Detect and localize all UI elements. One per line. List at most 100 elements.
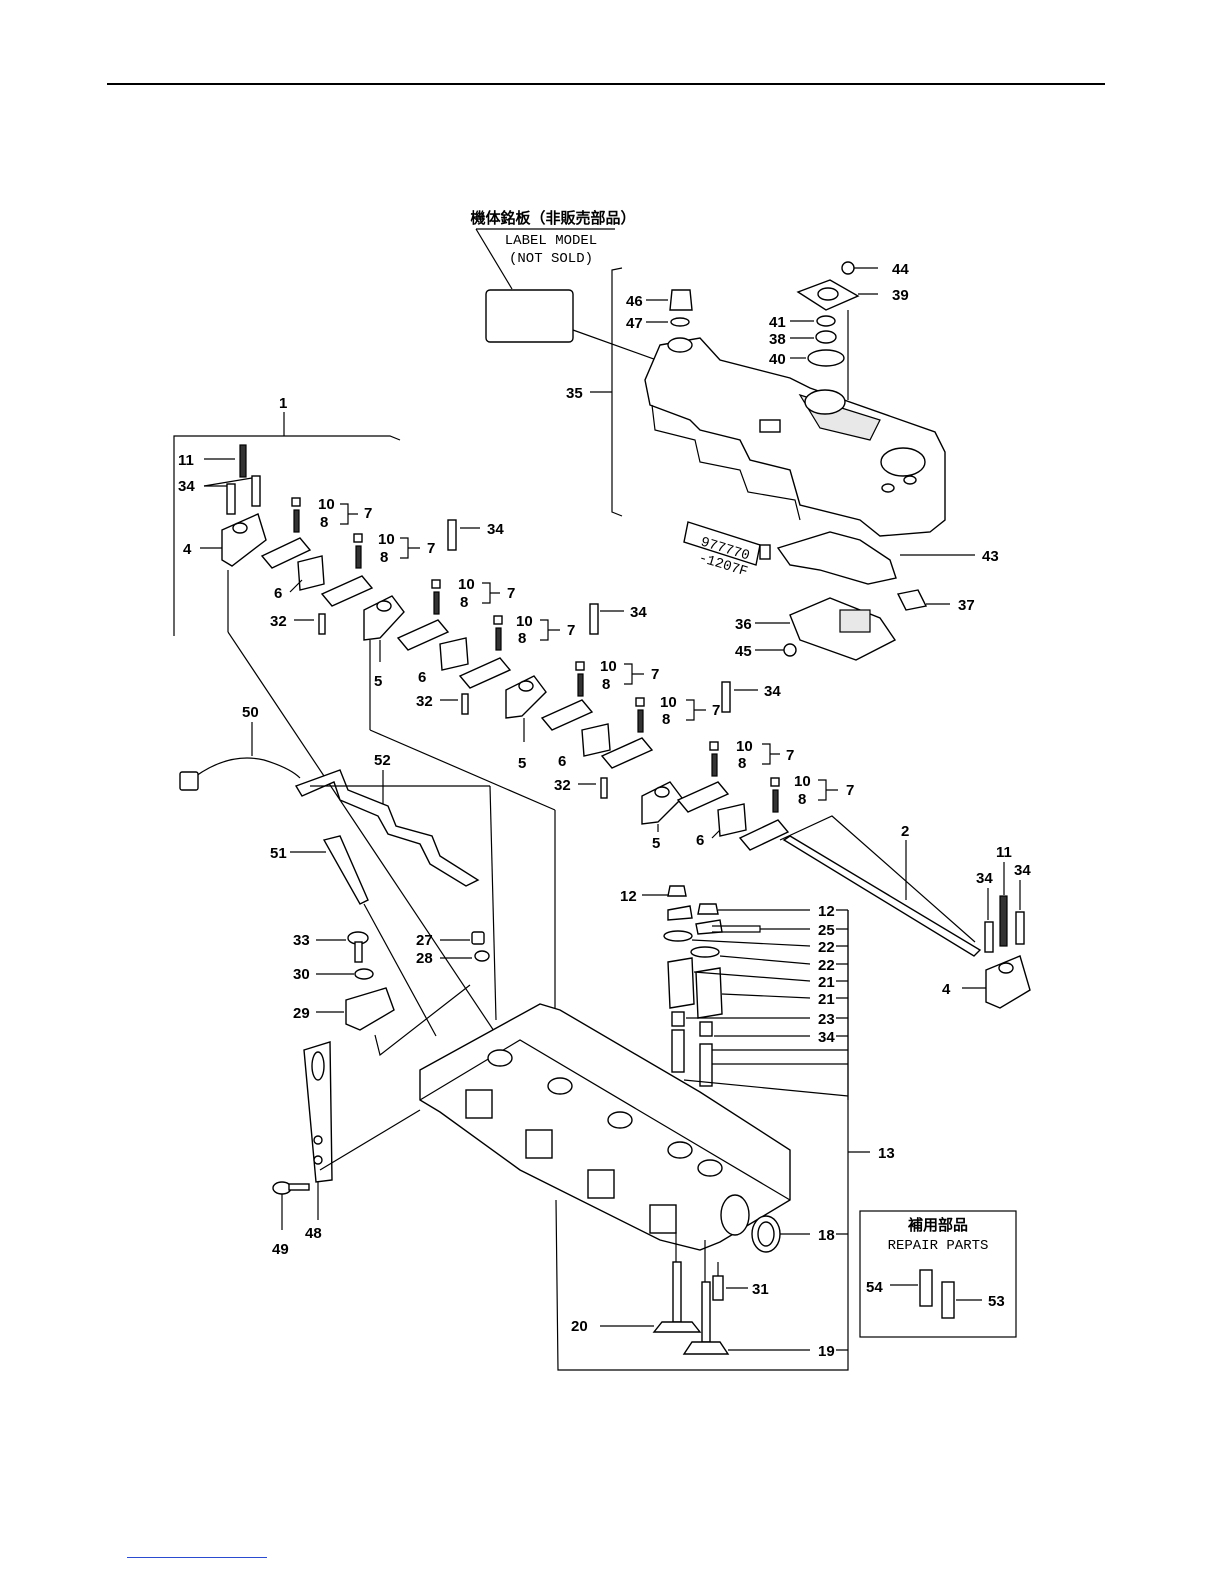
callout-2: 2: [901, 823, 909, 840]
callout-45: 45: [735, 643, 752, 660]
callout-5b: 5: [518, 755, 526, 772]
glow-plug-51: [324, 836, 368, 904]
callout-32a: 32: [270, 613, 287, 630]
callout-12b: 12: [818, 903, 835, 920]
callout-22b: 22: [818, 957, 835, 974]
bolt-34e: [722, 682, 730, 712]
rocker-arm-7h: [740, 820, 788, 850]
oil-cap-group: 46 47: [626, 290, 692, 332]
callout-34b: 34: [487, 521, 504, 538]
adjust-screw-8b: [356, 546, 361, 568]
nut-10h: [771, 778, 779, 786]
rocker-arm-7b: [322, 576, 372, 606]
cotter-25a: [668, 906, 692, 920]
nut-10d: [494, 616, 502, 624]
callout-48: 48: [305, 1225, 322, 1242]
callout-41: 41: [769, 314, 786, 331]
bolt-33: [355, 942, 362, 962]
diaphragm-40: [808, 350, 844, 366]
callout-8g: 8: [738, 755, 746, 772]
callout-34d: 34: [764, 683, 781, 700]
callout-10c: 10: [458, 576, 475, 593]
screw-45: [784, 644, 796, 656]
callout-6c: 6: [558, 753, 566, 770]
adjust-screw-8e: [578, 674, 583, 696]
bolt-34c: [448, 520, 456, 550]
gasket-group: 43 977770 -1207F 36 37 45: [684, 522, 999, 660]
callout-8d: 8: [518, 630, 526, 647]
valve-head-20: [654, 1322, 700, 1332]
callout-8f: 8: [662, 711, 670, 728]
oring-47: [671, 318, 689, 326]
label-model-note: (NOT SOLD): [509, 251, 593, 267]
label-model-en: LABEL MODEL: [505, 233, 597, 249]
adjust-screw-8g: [712, 754, 717, 776]
callout-46: 46: [626, 293, 643, 310]
callout-49: 49: [272, 1241, 289, 1258]
callout-22a: 22: [818, 939, 835, 956]
callout-44: 44: [892, 261, 909, 278]
callout-11b: 11: [996, 844, 1012, 861]
valve-head-19: [684, 1342, 728, 1354]
glow-lead-wire-50: [196, 758, 300, 778]
bolt-34d: [590, 604, 598, 634]
callout-7b: 7: [427, 540, 435, 557]
fuel-clamp-group: 33 30 29 27 28: [293, 932, 489, 1055]
callout-36: 36: [735, 616, 752, 633]
callout-7e: 7: [651, 666, 659, 683]
callout-25: 25: [818, 922, 835, 939]
retainer-22b: [691, 947, 719, 957]
glow-lead-connector: [180, 772, 198, 790]
bolt-49: [289, 1184, 309, 1190]
adjust-screw-8c: [434, 592, 439, 614]
callout-34e: 34: [976, 870, 993, 887]
callout-38: 38: [769, 331, 786, 348]
callout-28: 28: [416, 950, 433, 967]
callout-34f: 34: [1014, 862, 1031, 879]
valve-stem-20: [673, 1262, 681, 1322]
gasket-43: [778, 532, 896, 584]
callout-13: 13: [878, 1145, 895, 1162]
callout-34c: 34: [630, 604, 647, 621]
cap-12b: [698, 904, 718, 914]
callout-29: 29: [293, 1005, 310, 1022]
callout-8h: 8: [798, 791, 806, 808]
callout-7c: 7: [507, 585, 515, 602]
callout-10d: 10: [516, 613, 533, 630]
callout-10f: 10: [660, 694, 677, 711]
callout-40: 40: [769, 351, 786, 368]
valve-guide-b: [700, 1044, 712, 1086]
stem-seal-23: [672, 1012, 684, 1026]
bolt-34f: [985, 922, 993, 952]
callout-32c: 32: [554, 777, 571, 794]
rocker-arm-7g: [678, 782, 728, 812]
callout-37: 37: [958, 597, 975, 614]
repair-parts-box: 補用部品 REPAIR PARTS 54 53: [860, 1211, 1016, 1337]
glow-plug-plate-52: [296, 770, 478, 886]
repair-guide-54: [920, 1270, 932, 1306]
callout-4a: 4: [183, 541, 192, 558]
callout-10a: 10: [318, 496, 335, 513]
dowel-pin-31: [713, 1276, 723, 1300]
bolt-34b: [252, 476, 260, 506]
callout-10h: 10: [794, 773, 811, 790]
callout-6b: 6: [418, 669, 426, 686]
bolt-32a: [319, 614, 325, 634]
adjust-screw-8a: [294, 510, 299, 532]
callout-34g: 34: [818, 1029, 835, 1046]
callout-6a: 6: [274, 585, 282, 602]
cap-12a: [668, 886, 686, 896]
callout-47: 47: [626, 315, 643, 332]
oil-cap-46: [670, 290, 692, 310]
nut-10f: [636, 698, 644, 706]
callout-34a: 34: [178, 478, 195, 495]
callout-10g: 10: [736, 738, 753, 755]
callout-21b: 21: [818, 991, 835, 1008]
callout-5c: 5: [652, 835, 660, 852]
spring-6c: [582, 724, 610, 756]
stud-11b: [1000, 896, 1007, 946]
callout-18: 18: [818, 1227, 835, 1244]
callout-43: 43: [982, 548, 999, 565]
callout-51: 51: [270, 845, 287, 862]
nut-10c: [432, 580, 440, 588]
